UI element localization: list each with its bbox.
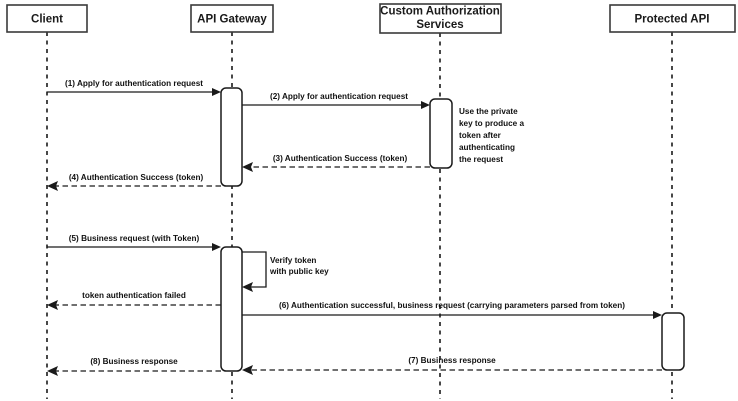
self-message-verify-token-label-line1: Verify token xyxy=(270,256,316,265)
message-1[interactable]: (1) Apply for authentication request xyxy=(47,79,221,96)
note-private-key-line-1: Use the private xyxy=(459,107,518,116)
activation-bar-protected-api xyxy=(661,312,685,371)
note-private-key: Use the private key to produce a token a… xyxy=(459,107,525,164)
activation-bar-api-gateway-auth xyxy=(220,87,243,187)
message-7[interactable]: (7) Business response xyxy=(242,356,662,375)
note-private-key-line-2: key to produce a xyxy=(459,119,525,128)
participant-box-api-gateway[interactable] xyxy=(190,4,274,33)
message-token-authentication-failed[interactable]: token authentication failed xyxy=(47,291,221,310)
self-message-verify-token[interactable]: Verify token with public key xyxy=(242,251,329,292)
participant-label-custom-authorization-services-line2: Services xyxy=(416,19,463,31)
message-5-label: (5) Business request (with Token) xyxy=(69,234,200,243)
activation-bar-api-gateway-business xyxy=(220,246,243,372)
participant-label-client: Client xyxy=(31,14,63,26)
message-3[interactable]: (3) Authentication Success (token) xyxy=(242,154,430,172)
message-8-label: (8) Business response xyxy=(90,357,178,366)
message-1-label: (1) Apply for authentication request xyxy=(65,79,203,88)
participant-label-protected-api: Protected API xyxy=(635,14,710,26)
message-5[interactable]: (5) Business request (with Token) xyxy=(47,234,221,251)
self-message-verify-token-path xyxy=(242,251,267,288)
message-7-label: (7) Business response xyxy=(408,356,496,365)
message-2-arrowhead xyxy=(421,101,430,109)
participant-protected-api[interactable]: Protected API xyxy=(609,4,736,33)
participant-box-protected-api[interactable] xyxy=(609,4,736,33)
message-token-authentication-failed-label: token authentication failed xyxy=(82,291,186,300)
self-message-verify-token-label-line2: with public key xyxy=(269,267,329,276)
message-4-arrowhead xyxy=(47,181,58,191)
message-3-label: (3) Authentication Success (token) xyxy=(273,154,408,163)
participant-label-api-gateway: API Gateway xyxy=(197,14,267,26)
message-2[interactable]: (2) Apply for authentication request xyxy=(242,92,430,109)
message-8[interactable]: (8) Business response xyxy=(47,357,221,376)
participant-api-gateway[interactable]: API Gateway xyxy=(190,4,274,33)
note-private-key-line-4: authenticating xyxy=(459,143,515,152)
message-6-label: (6) Authentication successful, business … xyxy=(279,301,625,310)
note-private-key-line-5: the request xyxy=(459,155,503,164)
participant-custom-authorization-services[interactable]: Custom Authorization Services xyxy=(379,3,502,34)
participant-box-client[interactable] xyxy=(6,4,88,33)
message-token-authentication-failed-arrowhead xyxy=(47,300,58,310)
message-7-arrowhead xyxy=(242,365,253,375)
participant-box-custom-authorization-services[interactable] xyxy=(379,3,502,34)
participant-client[interactable]: Client xyxy=(6,4,88,33)
activation-bar-custom-authorization-services xyxy=(429,98,453,169)
message-2-label: (2) Apply for authentication request xyxy=(270,92,408,101)
message-6-arrowhead xyxy=(653,311,662,319)
message-5-arrowhead xyxy=(212,243,221,251)
message-8-arrowhead xyxy=(47,366,58,376)
note-private-key-line-3: token after xyxy=(459,131,502,140)
message-6[interactable]: (6) Authentication successful, business … xyxy=(242,301,662,319)
message-4[interactable]: (4) Authentication Success (token) xyxy=(47,173,221,191)
participant-label-custom-authorization-services-line1: Custom Authorization xyxy=(380,6,500,18)
message-3-arrowhead xyxy=(242,162,253,172)
self-message-verify-token-arrowhead xyxy=(242,282,253,292)
message-1-arrowhead xyxy=(212,88,221,96)
message-4-label: (4) Authentication Success (token) xyxy=(69,173,204,182)
